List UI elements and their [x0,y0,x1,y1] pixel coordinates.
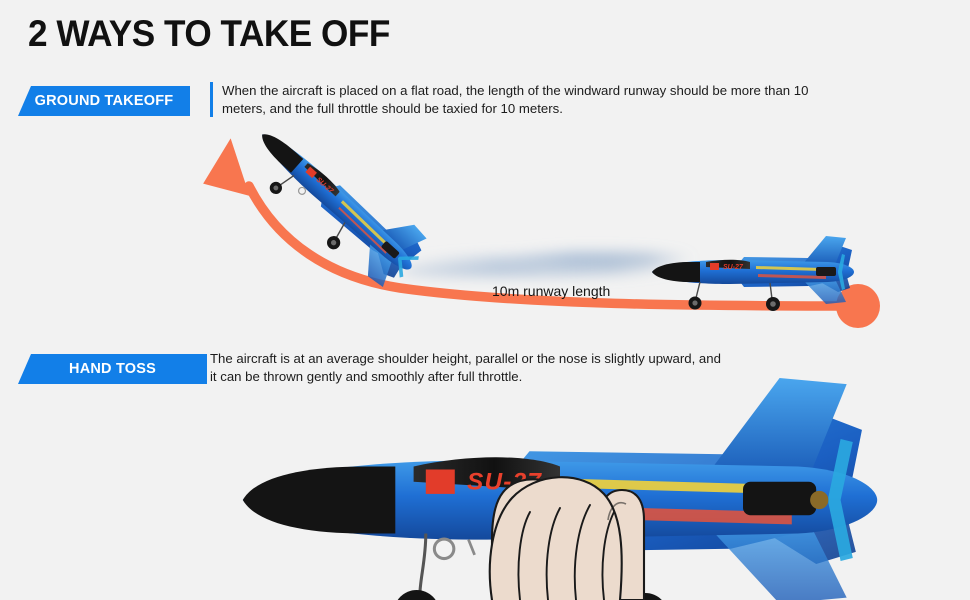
description-ground-takeoff: When the aircraft is placed on a flat ro… [210,82,835,117]
runway-length-caption: 10m runway length [492,283,611,299]
page-title: 2 WAYS TO TAKE OFF [28,13,390,54]
ribbon-label-ground-takeoff: GROUND TAKEOFF [34,93,174,109]
ribbon-label-hand-toss: HAND TOSS [69,361,156,377]
section-ribbon-ground-takeoff: GROUND TAKEOFF [18,86,190,116]
section-ribbon-hand-toss: HAND TOSS [18,354,207,384]
description-hand-toss: The aircraft is at an average shoulder h… [210,351,721,384]
